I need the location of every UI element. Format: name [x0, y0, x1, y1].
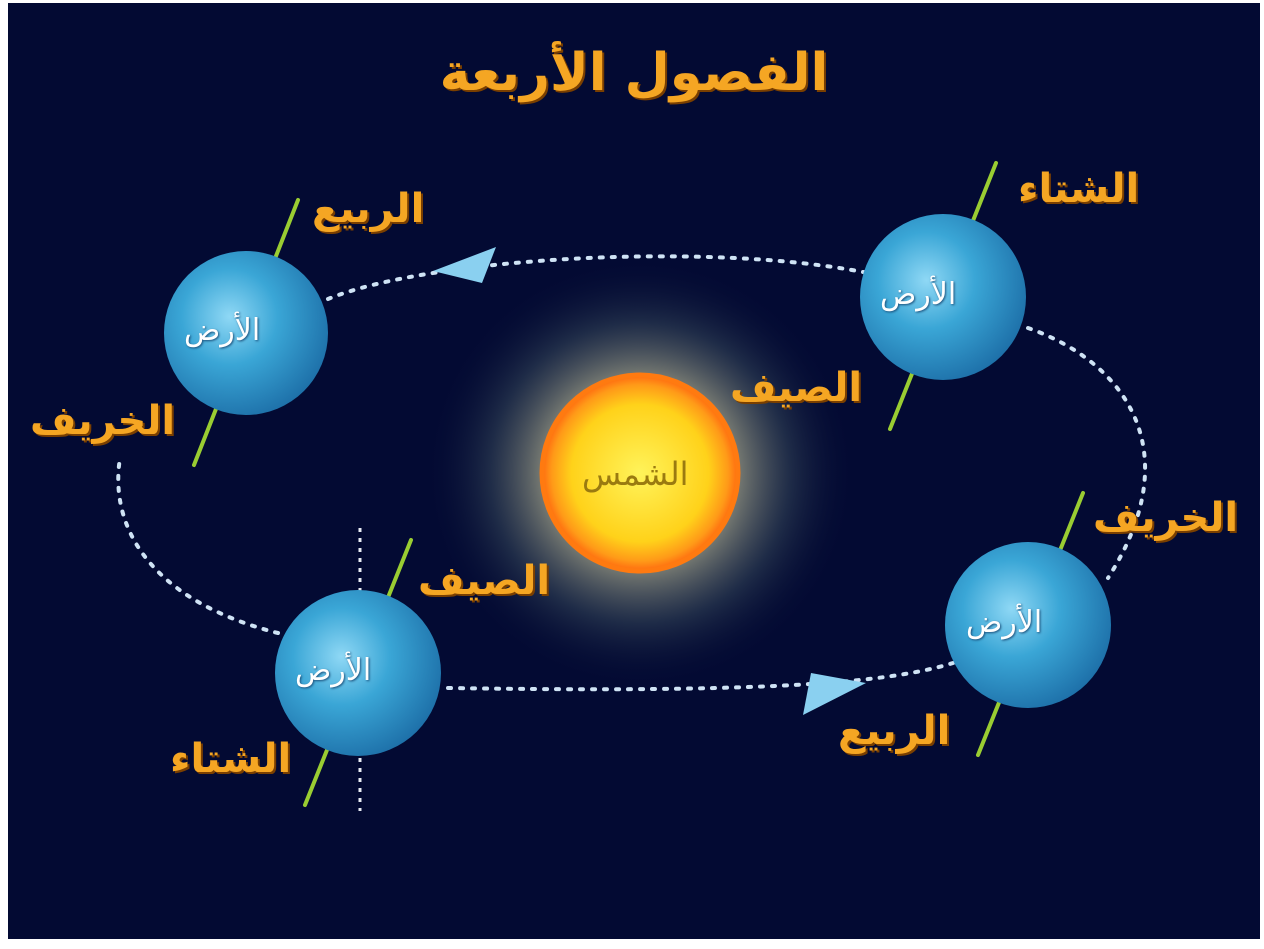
- season-label-spring: الربيع: [312, 186, 424, 232]
- earth-label: الأرض: [880, 277, 956, 312]
- earth-label: الأرض: [295, 653, 371, 688]
- season-label-winter: الشتاء: [170, 736, 291, 782]
- season-label-autumn: الخريف: [1093, 495, 1238, 541]
- sun-label: الشمس: [582, 455, 688, 493]
- four-seasons-diagram: الفصول الأربعة الشمس الأرض الأرض الأرض ا…: [8, 3, 1260, 939]
- season-label-summer: الصيف: [418, 558, 550, 604]
- season-label-winter: الشتاء: [1018, 166, 1139, 212]
- diagram-title: الفصول الأربعة: [8, 43, 1260, 103]
- season-label-summer: الصيف: [730, 365, 862, 411]
- season-label-spring: الربيع: [838, 708, 950, 754]
- earth-label: الأرض: [184, 313, 260, 348]
- orbit-arrow-icon: [433, 247, 496, 283]
- earth-label: الأرض: [966, 605, 1042, 640]
- season-label-autumn: الخريف: [30, 398, 175, 444]
